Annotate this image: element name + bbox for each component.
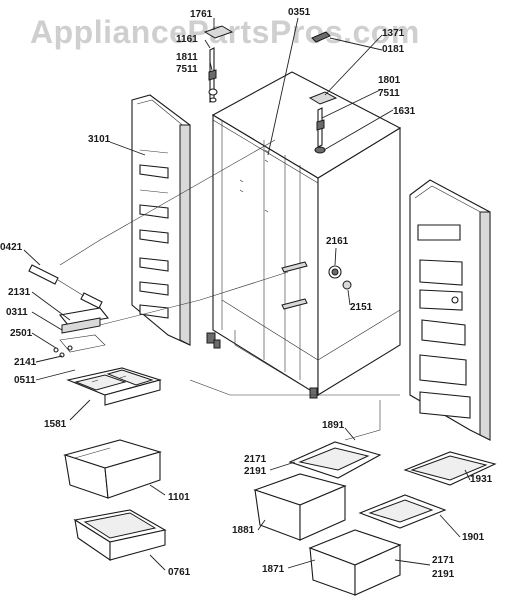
- crisper-cover: [288, 441, 382, 479]
- label-7511-left: 7511: [176, 64, 198, 75]
- freezer-bottom-basket: [73, 509, 167, 562]
- label-0181: 0181: [382, 44, 405, 55]
- label-7511-right: 7511: [378, 88, 400, 99]
- shelf-support-brackets: [281, 261, 352, 310]
- label-1891: 1891: [322, 420, 345, 431]
- cabinet-body: [206, 71, 402, 399]
- label-1801: 1801: [378, 75, 401, 86]
- top-hinge-left: [203, 25, 234, 103]
- freezer-wire-shelf: [66, 367, 162, 406]
- label-2171-lower: 2171: [432, 555, 455, 566]
- label-2141: 2141: [14, 357, 37, 368]
- label-0421: 0421: [0, 242, 23, 253]
- glass-shelf: [403, 451, 497, 486]
- label-1901: 1901: [462, 532, 485, 543]
- label-0311: 0311: [6, 307, 28, 318]
- label-1631: 1631: [393, 106, 416, 117]
- label-1161: 1161: [176, 34, 198, 45]
- label-0351: 0351: [288, 7, 311, 18]
- label-1761: 1761: [190, 9, 213, 20]
- label-1881: 1881: [232, 525, 255, 536]
- water-filter-part: [28, 264, 103, 309]
- label-2191-upper: 2191: [244, 466, 267, 477]
- label-2161: 2161: [326, 236, 349, 247]
- label-3101: 3101: [88, 134, 111, 145]
- label-2131: 2131: [8, 287, 31, 298]
- label-2191-lower: 2191: [432, 569, 455, 580]
- part-labels: 1761 1161 1811 7511 0351 1371 0181 1801 …: [0, 7, 493, 580]
- label-1871: 1871: [262, 564, 285, 575]
- ice-bracket-part: [53, 307, 110, 358]
- label-1931: 1931: [470, 474, 493, 485]
- crisper-drawer-upper: [253, 473, 347, 541]
- label-2501: 2501: [10, 328, 33, 339]
- label-1811: 1811: [176, 52, 198, 63]
- label-1581: 1581: [44, 419, 67, 430]
- label-1101: 1101: [168, 492, 190, 503]
- freezer-bin: [63, 439, 162, 499]
- top-hinge-right: [308, 31, 338, 154]
- freezer-door: [131, 94, 191, 346]
- label-0511: 0511: [14, 375, 36, 386]
- label-2151: 2151: [350, 302, 373, 313]
- label-0761: 0761: [168, 567, 191, 578]
- label-2171-upper: 2171: [244, 454, 267, 465]
- label-1371: 1371: [382, 28, 405, 39]
- crisper-drawer-lower: [308, 529, 402, 596]
- refrigerator-door: [409, 179, 491, 441]
- leader-lines: [23, 17, 471, 571]
- meat-drawer-cover: [358, 494, 447, 529]
